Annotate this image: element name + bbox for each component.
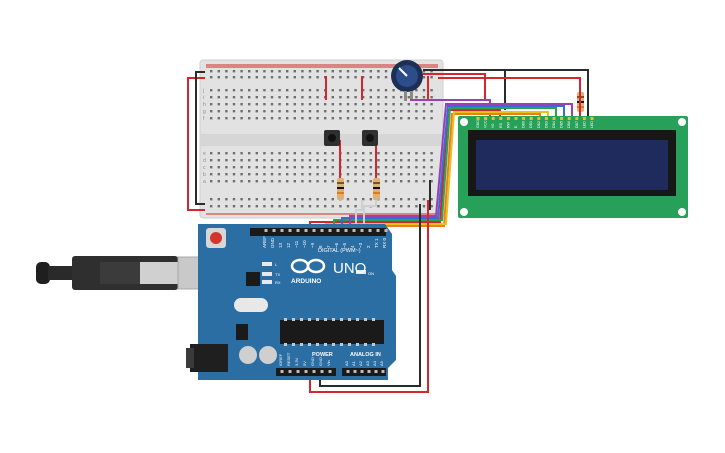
digital-pin-label: ~11	[294, 240, 299, 248]
lcd-pin-label: GND	[476, 120, 480, 128]
lcd-module	[458, 116, 688, 218]
on-label: ON	[368, 271, 374, 276]
usb-plug-icon	[36, 256, 209, 290]
wiring	[187, 69, 589, 393]
power-pin-label: GND	[318, 357, 323, 366]
lcd-pin-label: DB2	[537, 121, 541, 128]
digital-label: DIGITAL (PWM~)	[318, 248, 361, 254]
rx-label: RX	[275, 280, 281, 285]
power-pin-label: Vin	[326, 360, 331, 366]
lcd-pin-label: DB5	[560, 121, 564, 128]
digital-pin-label: 7	[326, 245, 331, 248]
arduino-brand: ARDUINO	[291, 278, 321, 285]
lcd-pin	[544, 117, 548, 120]
lcd-pin	[522, 117, 526, 120]
digital-pin-label: ~10	[302, 240, 307, 248]
lcd-pin	[499, 117, 503, 120]
digital-pin-label: AREF	[262, 236, 267, 248]
power-pin-label: 3.3V	[294, 357, 299, 366]
digital-pin-label: 8	[318, 245, 323, 248]
push-button-1[interactable]	[324, 130, 340, 146]
arduino-board	[186, 224, 396, 380]
lcd-pin-label: DB6	[567, 121, 571, 128]
digital-pin-label: 13	[278, 242, 283, 248]
analog-pin-label: A0	[344, 360, 349, 366]
lcd-pin	[529, 117, 533, 120]
lcd-pin-label: DB0	[522, 121, 526, 128]
lcd-screen	[476, 140, 668, 190]
lcd-pin-label: DB3	[544, 121, 548, 128]
resistor-1	[337, 178, 344, 200]
power-pin-label: IOREF	[278, 353, 283, 366]
power-label: POWER	[312, 352, 333, 358]
row-letter: f	[203, 116, 205, 122]
row-letter: g	[203, 109, 206, 115]
row-letter: h	[203, 102, 206, 108]
row-letter: b	[203, 172, 206, 178]
power-pin-label: 5V	[302, 361, 307, 366]
lcd-pin	[560, 117, 564, 120]
digital-pin-label: TX 1	[374, 238, 379, 248]
lcd-pin	[575, 117, 579, 120]
row-letter: j	[202, 88, 204, 94]
power-pin-label: RESET	[286, 352, 291, 366]
lcd-pin-label: DB1	[529, 121, 533, 128]
row-letter: d	[203, 158, 206, 164]
analog-pin-label: A5	[379, 360, 384, 366]
potentiometer[interactable]	[391, 60, 423, 101]
lcd-pin	[567, 117, 571, 120]
digital-pin-label: ~5	[342, 242, 347, 248]
digital-pin-label: RX 0	[382, 237, 387, 248]
lcd-pin-label: E	[514, 125, 518, 128]
lcd-pin-label: DB4	[552, 121, 556, 128]
analog-pin-label: A3	[365, 360, 370, 366]
lcd-pin-label: V0	[491, 124, 495, 128]
lcd-pin	[484, 117, 488, 120]
lcd-pin-label: VCC	[484, 120, 488, 128]
digital-pin-label: ~9	[310, 242, 315, 248]
digital-pin-label: ~3	[358, 242, 363, 248]
lcd-pin	[582, 117, 586, 120]
row-letter: e	[203, 151, 206, 157]
lcd-pin-label: RS	[499, 122, 503, 128]
lcd-pin-label: RW	[506, 121, 510, 128]
infinity-logo-icon	[290, 258, 326, 274]
power-pin-label: GND	[310, 357, 315, 366]
analog-label: ANALOG IN	[350, 352, 381, 358]
lcd-pin	[590, 117, 594, 120]
row-letter: i	[203, 95, 204, 101]
lcd-pin	[476, 117, 480, 120]
digital-pin-label: GND	[270, 237, 275, 248]
analog-pin-label: A2	[358, 360, 363, 366]
l-label: L	[275, 262, 278, 267]
analog-pin-label: A4	[372, 360, 377, 366]
lcd-pin	[552, 117, 556, 120]
digital-pin-label: 12	[286, 242, 291, 248]
push-button-2[interactable]	[362, 130, 378, 146]
lcd-pin	[514, 117, 518, 120]
arduino-model: UNO	[333, 260, 366, 277]
tx-label: TX	[275, 272, 280, 277]
lcd-pin	[537, 117, 541, 120]
digital-pin-label: 4	[350, 245, 355, 248]
row-letter: a	[203, 179, 206, 185]
lcd-pin	[491, 117, 495, 120]
lcd-pin	[506, 117, 510, 120]
lcd-pin-label: LED	[590, 121, 594, 128]
digital-pin-label: ~6	[334, 242, 339, 248]
lcd-pin-label: LED	[582, 121, 586, 128]
resistor-2	[373, 178, 380, 200]
row-letter: c	[203, 165, 206, 171]
digital-pin-label: 2	[366, 245, 371, 248]
analog-pin-label: A1	[351, 360, 356, 366]
lcd-pin-label: DB7	[575, 121, 579, 128]
